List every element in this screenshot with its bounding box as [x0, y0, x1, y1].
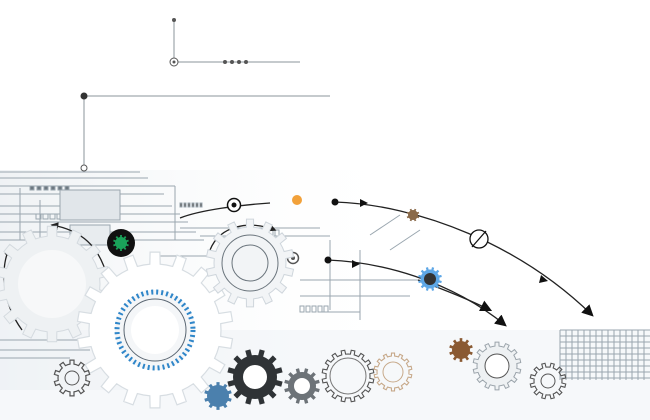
circuit-pad	[191, 202, 195, 208]
green-gear-node	[113, 235, 129, 251]
circuit-pad	[305, 305, 311, 313]
arrow-nodes	[4, 195, 489, 265]
gear-middle-white	[205, 218, 295, 308]
gear-bottom-blue	[204, 382, 232, 410]
circuit-pad	[187, 202, 191, 208]
gear-bottom-outline-2	[321, 349, 375, 403]
gear-bottom-gray-hub	[294, 378, 310, 394]
gear-bottom-outline-1	[53, 359, 91, 397]
top-circuit-lines	[83, 20, 330, 168]
brown-small-gear-top	[406, 208, 420, 222]
circuit-pad	[299, 305, 305, 313]
circuit-pad	[199, 202, 203, 208]
gear-bottom-outline-3	[529, 362, 567, 400]
gear-bottom-outline-1-ring	[64, 370, 80, 386]
circuit-pad	[64, 185, 70, 191]
circuit-pad	[323, 305, 329, 313]
circuit-pad	[317, 305, 323, 313]
circuit-trace	[369, 214, 401, 236]
blue-gear-node-hub	[424, 273, 436, 285]
gear-bottom-white-big-hub	[484, 353, 510, 379]
gear-bottom-outline-3-ring	[540, 373, 556, 389]
gear-bottom-outline-beige-ring	[382, 361, 404, 383]
circuit-pad	[50, 185, 56, 191]
circuit-pad	[274, 229, 280, 237]
large-white-gear-left-hub	[18, 250, 86, 318]
circuit-trace	[389, 229, 421, 251]
circuit-pad	[57, 185, 63, 191]
big-gear-center	[114, 289, 196, 371]
gear-bottom-outline-beige	[373, 352, 413, 392]
circuit-pad	[29, 185, 35, 191]
circuit-pad	[35, 213, 42, 220]
circuit-pad	[195, 202, 199, 208]
gear-bottom-brown	[449, 338, 473, 362]
arrow-curve-upper-link	[179, 202, 271, 219]
circuit-block	[59, 189, 121, 221]
orange-node	[292, 195, 302, 205]
arrow-curve-top	[334, 201, 594, 317]
circuit-pad	[36, 185, 42, 191]
gear-bottom-dark-hub	[243, 365, 267, 389]
circuit-pad	[43, 185, 49, 191]
circuit-pad	[311, 305, 317, 313]
circuit-pad	[49, 213, 56, 220]
gear-bottom-outline-2-ring	[329, 357, 367, 395]
circuit-pad	[42, 213, 49, 220]
mid-gear-ring	[221, 234, 279, 292]
circuit-pad	[183, 202, 187, 208]
circuit-pad	[179, 202, 183, 208]
top-nodes	[80, 18, 248, 172]
arrow-mid-heads	[352, 199, 548, 283]
